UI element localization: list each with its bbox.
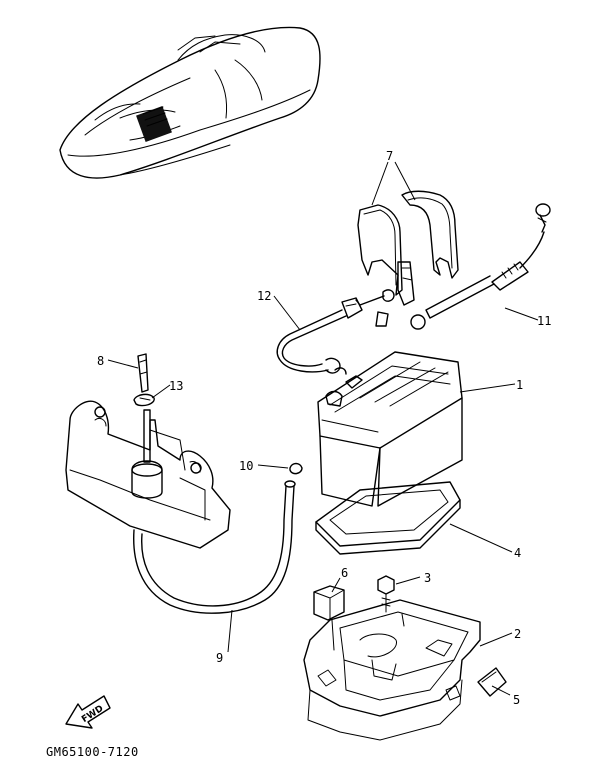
leader-lines	[107, 161, 539, 696]
callout-labels: 1 2 3 4 5 6 7 8 9 10 11 12 13	[97, 149, 551, 707]
callout-7: 7	[386, 149, 393, 163]
forward-label: FWD	[80, 704, 105, 725]
callout-9: 9	[216, 651, 223, 665]
part-8-pipe-joint	[137, 353, 149, 393]
drawing-code: GM65100-7120	[46, 745, 139, 759]
damper-part-6	[313, 585, 345, 651]
battery-box-part-2	[303, 599, 481, 741]
part-13-clip	[133, 393, 155, 407]
part-9-breather-hose	[133, 485, 295, 614]
callout-4: 4	[514, 546, 521, 560]
callout-8: 8	[97, 354, 104, 368]
battery-part-1	[317, 351, 463, 507]
forward-arrow-icon: FWD	[65, 695, 111, 729]
callout-13: 13	[169, 379, 183, 393]
callout-6: 6	[341, 566, 348, 580]
callout-3: 3	[424, 571, 431, 585]
callout-2: 2	[514, 627, 521, 641]
battery-band-part-7	[357, 190, 459, 306]
part-10-hose-joint	[289, 462, 303, 475]
battery-lead-part-11	[410, 203, 551, 330]
pad-part-5	[477, 667, 507, 697]
callout-5: 5	[513, 693, 520, 707]
watercraft-overview	[59, 26, 321, 179]
callout-10: 10	[239, 459, 253, 473]
breather-pipe-assembly	[65, 353, 303, 614]
callout-11: 11	[537, 314, 551, 328]
battery-pad-part-4	[315, 481, 461, 555]
bolt-part-3	[377, 575, 395, 613]
callout-12: 12	[257, 289, 271, 303]
battery-lead-part-12	[276, 289, 395, 374]
callout-1: 1	[516, 378, 523, 392]
